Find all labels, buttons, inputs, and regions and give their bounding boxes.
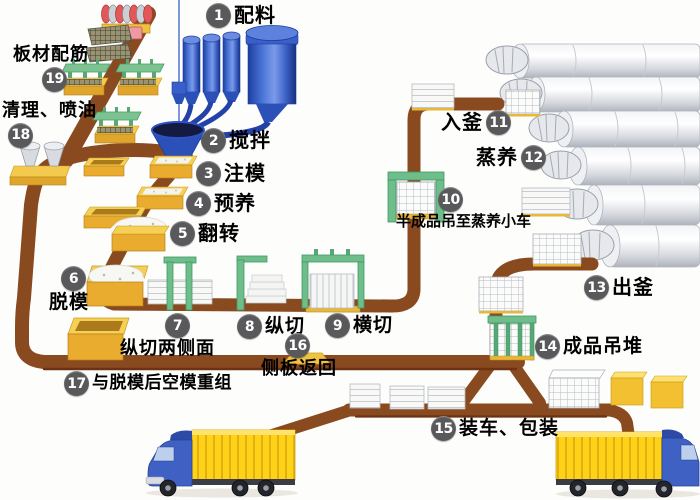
step-label-19: 板材配筋 19 — [13, 45, 89, 92]
silo-small-3 — [222, 31, 241, 102]
step-badge-19: 19 — [42, 66, 67, 92]
step-label-4: 4 预养 — [186, 191, 256, 216]
silo-large — [245, 25, 299, 122]
step-label-6: 6 脱模 — [49, 266, 89, 313]
step-label-11: 入釜 11 — [441, 110, 511, 135]
step-label-9: 9 横切 — [325, 313, 393, 338]
step-label-15: 15 装车、包装 — [431, 416, 559, 441]
step-label-14: 14 成品吊堆 — [535, 334, 643, 359]
step-badge-14: 14 — [535, 334, 560, 359]
step-badge-11: 11 — [486, 110, 511, 135]
autoclave-1 — [485, 43, 700, 79]
step-badge-7: 7 — [165, 313, 190, 338]
cured-block-exit — [532, 233, 582, 267]
step-badge-8: 8 — [237, 314, 262, 339]
silo-small-2 — [202, 33, 221, 103]
feed-hopper — [171, 81, 187, 104]
conveyor-junction-left — [457, 350, 503, 408]
step-badge-2: 2 — [201, 128, 226, 153]
mold-turning — [110, 216, 170, 252]
step-label-2: 2 搅拌 — [201, 128, 271, 153]
step-label-13: 13 出釜 — [584, 275, 654, 300]
step-badge-1: 1 — [206, 3, 231, 28]
step-label-10: 10 半成品吊至蒸养小车 — [396, 187, 531, 230]
step-label-8: 8 纵切 — [237, 314, 305, 339]
step-badge-15: 15 — [431, 416, 456, 441]
cross-cutting-machine — [301, 249, 365, 313]
step-label-3: 3 注模 — [196, 161, 266, 186]
mold-precuring — [136, 186, 189, 210]
packed-slab-stacks — [349, 383, 466, 410]
mold-empty-top — [83, 157, 130, 177]
step-label-12: 蒸养 12 — [476, 145, 546, 170]
silo-small-1 — [182, 35, 201, 104]
reinforcement-mesh-sheets — [85, 24, 133, 63]
step-badge-12: 12 — [521, 145, 546, 170]
step-badge-10: 10 — [438, 187, 463, 212]
cake-block-at-autoclave-entry — [411, 83, 541, 117]
autoclave-4 — [540, 146, 700, 186]
step-badge-5: 5 — [170, 221, 195, 246]
autoclave-6 — [571, 224, 700, 268]
truck-right — [555, 429, 700, 499]
packaged-pallets — [610, 371, 688, 409]
reinforcement-station-3 — [92, 107, 142, 144]
mold-demolding — [86, 264, 149, 307]
step-label-16: 16 侧板返回 — [261, 333, 337, 379]
step-badge-16: 16 — [285, 333, 310, 358]
longitudinal-cutting-machine — [236, 255, 287, 311]
reinforcement-station-2 — [115, 59, 165, 96]
finished-block-cube — [548, 369, 606, 409]
step-badge-18: 18 — [8, 122, 33, 148]
mold-empty-return — [67, 317, 130, 361]
step-badge-3: 3 — [196, 161, 221, 186]
step-badge-9: 9 — [325, 313, 350, 338]
step-badge-17: 17 — [64, 371, 89, 396]
step-badge-13: 13 — [584, 275, 609, 300]
autoclave-5 — [555, 184, 700, 226]
step-badge-6: 6 — [61, 266, 86, 291]
autoclave-3 — [528, 110, 700, 148]
step-label-5: 5 翻转 — [170, 221, 240, 246]
cake-block-mid — [521, 187, 571, 217]
mold-pouring — [149, 155, 198, 179]
conveyor-return-loop — [15, 143, 525, 369]
step-label-1: 1 配料 — [206, 3, 276, 28]
reinforcement-station-1 — [61, 59, 111, 96]
conveyor-to-truck-right — [601, 404, 635, 443]
side-cutting-machine — [147, 256, 213, 311]
step-badge-4: 4 — [186, 191, 211, 216]
truck-left — [145, 429, 298, 498]
product-stacking-machine — [487, 315, 537, 361]
step-label-18: 清理、喷油 18 — [2, 101, 97, 148]
cured-block-to-stack — [478, 276, 524, 314]
conveyor-junction-right — [501, 350, 546, 409]
step-label-17: 17 与脱模后空模重组 — [64, 371, 232, 396]
step-label-7: 7 纵切两侧面 — [120, 313, 215, 359]
